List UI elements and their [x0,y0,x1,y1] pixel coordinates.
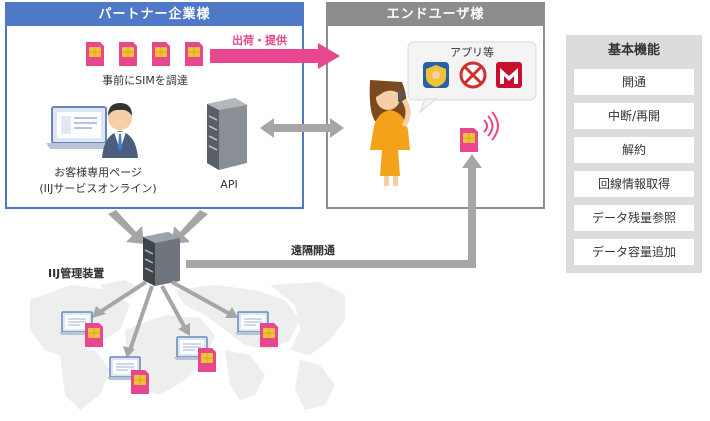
partner-panel: パートナー企業様 [5,2,304,209]
fanout-arrows [92,280,238,358]
ship-label: 出荷・提供 [232,34,287,47]
api-server-icon [207,98,247,170]
customer-page-label-line1: お客様専用ページ [54,166,142,179]
enduser-title: エンドユーザ様 [328,4,543,26]
remote-activation-arrow [186,154,482,268]
enduser-woman-icon [369,80,411,186]
sim-card-icon [197,347,217,373]
sim-card-icon [130,369,150,395]
partner-to-iij-arrows [108,210,208,244]
business-person-icon [102,103,138,158]
customer-page-label-line2: (IIJサービスオンライン) [39,182,157,195]
sim-card-icon [118,41,138,67]
feature-item: 開通 [574,69,694,95]
sim-card-icon [151,41,171,67]
feature-item: データ残量参照 [574,205,694,231]
sim-caption: 事前にSIMを調達 [102,74,188,87]
apps-label: アプリ等 [450,46,494,59]
mcafee-app-icon [496,62,522,88]
partner-title: パートナー企業様 [7,4,302,26]
features-panel: 基本機能 開通 中断/再開 解約 回線情報取得 データ残量参照 データ容量追加 [566,35,702,273]
sim-card-icon [85,41,105,67]
feature-item: 中断/再開 [574,103,694,129]
antivirus-app-icon [459,61,487,89]
ship-arrow [210,43,340,69]
sim-card-icon [184,41,204,67]
api-label: API [220,178,238,191]
feature-item: 回線情報取得 [574,171,694,197]
sim-signal-icon [459,111,499,153]
sim-card-icon [84,322,104,348]
sim-card-icon [259,322,279,348]
remote-label: 遠隔開通 [291,244,335,257]
iij-label: IIJ管理装置 [48,267,105,280]
iij-server-icon [143,232,180,286]
features-title: 基本機能 [607,43,660,58]
feature-item: データ容量追加 [574,239,694,265]
api-enduser-arrow [260,118,344,138]
enduser-panel: エンドユーザ様 [326,2,545,209]
customer-laptop-icon [46,106,112,149]
security-shield-app-icon [423,62,449,88]
feature-item: 解約 [574,137,694,163]
